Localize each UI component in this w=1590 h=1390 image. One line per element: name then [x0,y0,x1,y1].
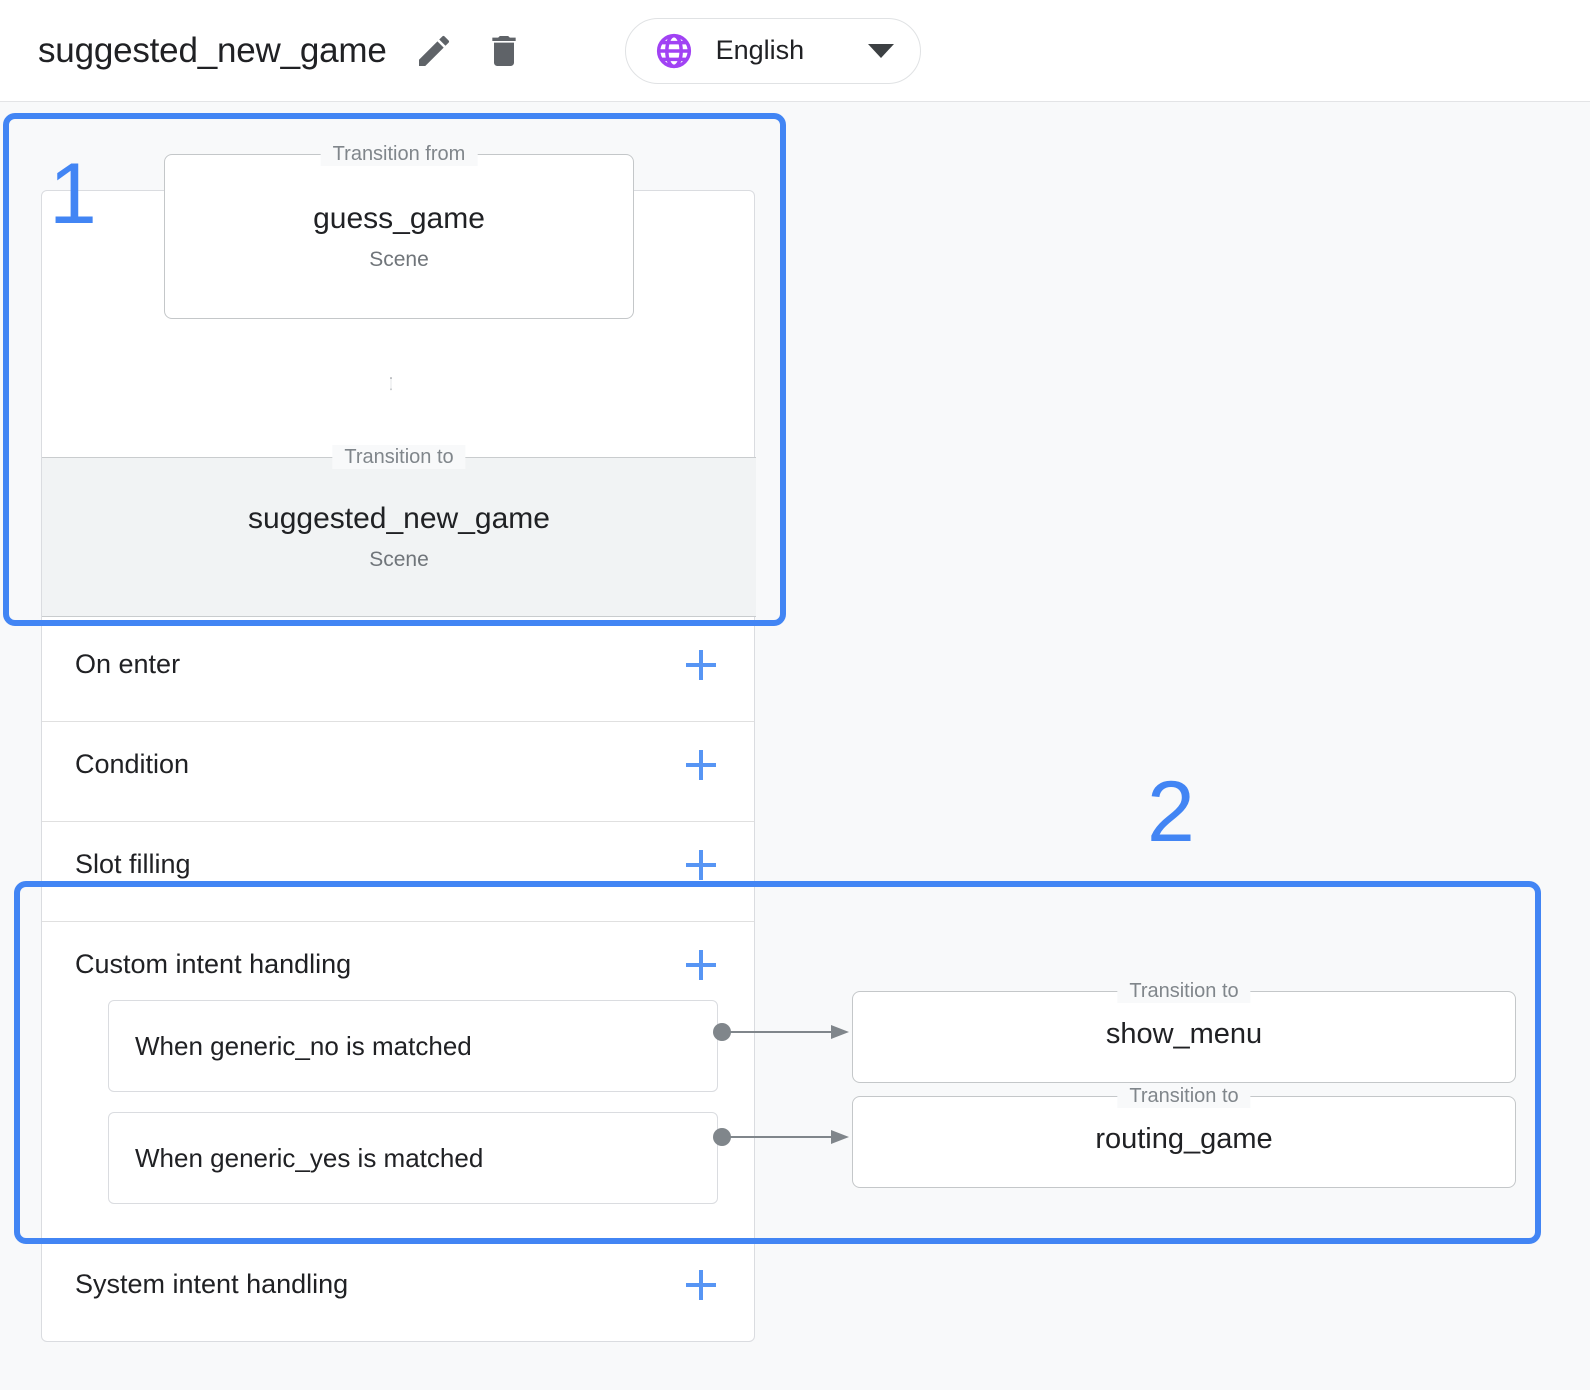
transition-connector-arrow [390,377,392,391]
plus-icon[interactable] [686,850,716,880]
plus-icon[interactable] [686,1270,716,1300]
intent-handler-row[interactable]: When generic_yes is matched [108,1112,718,1204]
plus-icon[interactable] [686,650,716,680]
chevron-down-icon [867,43,894,58]
annotation-number-2: 2 [1147,764,1195,860]
section-label: Condition [75,749,190,779]
transition-diagram: Transition from guess_game Scene Transit… [42,142,756,621]
globe-icon [656,33,691,68]
section-row-system-intent-handling[interactable]: System intent handling [42,1241,754,1341]
section-label: Custom intent handling [75,949,352,979]
transition-from-name: guess_game [313,202,485,235]
section-label: On enter [75,649,181,679]
section-label: Slot filling [75,849,191,879]
intent-handler-label: When generic_yes is matched [135,1142,484,1173]
section-row-condition[interactable]: Condition [42,721,754,821]
transition-from-card[interactable]: Transition from guess_game Scene [164,142,634,319]
plus-icon[interactable] [686,750,716,780]
plus-icon[interactable] [686,950,716,980]
intent-transition-name: show_menu [1105,1018,1263,1050]
language-selector[interactable]: English [624,17,921,84]
delete-scene-button[interactable] [481,28,527,74]
section-label: System intent handling [75,1269,349,1299]
intent-transition-legend: Transition to [1117,1084,1251,1108]
intent-transition-name: routing_game [1095,1123,1273,1155]
pencil-icon [418,35,449,66]
section-row-slot-filling[interactable]: Slot filling [42,821,754,921]
page-title: suggested_new_game [38,30,387,70]
intent-handler-row[interactable]: When generic_no is matched [108,1000,718,1092]
intent-transition-card[interactable]: Transition to show_menu [852,979,1516,1083]
section-row-custom-intent-handling[interactable]: Custom intent handling When generic_no i… [42,921,754,1241]
transition-from-type: Scene [369,248,429,271]
language-value: English [715,35,805,65]
transition-to-legend: Transition to [332,445,466,469]
intent-handler-label: When generic_no is matched [135,1030,472,1061]
edit-scene-button[interactable] [411,28,457,74]
transition-to-name: suggested_new_game [248,502,550,535]
intent-transition-card[interactable]: Transition to routing_game [852,1084,1516,1188]
annotation-number-1: 1 [49,146,97,242]
section-row-on-enter[interactable]: On enter [42,621,754,721]
transition-to-card[interactable]: Transition to suggested_new_game Scene [42,445,756,617]
page-header: suggested_new_game English [0,0,1590,102]
transition-to-type: Scene [369,548,429,571]
intent-transition-legend: Transition to [1117,979,1251,1003]
trash-icon [491,35,516,66]
scene-detail-panel: Transition from guess_game Scene Transit… [41,142,756,1342]
transition-from-legend: Transition from [320,142,478,166]
